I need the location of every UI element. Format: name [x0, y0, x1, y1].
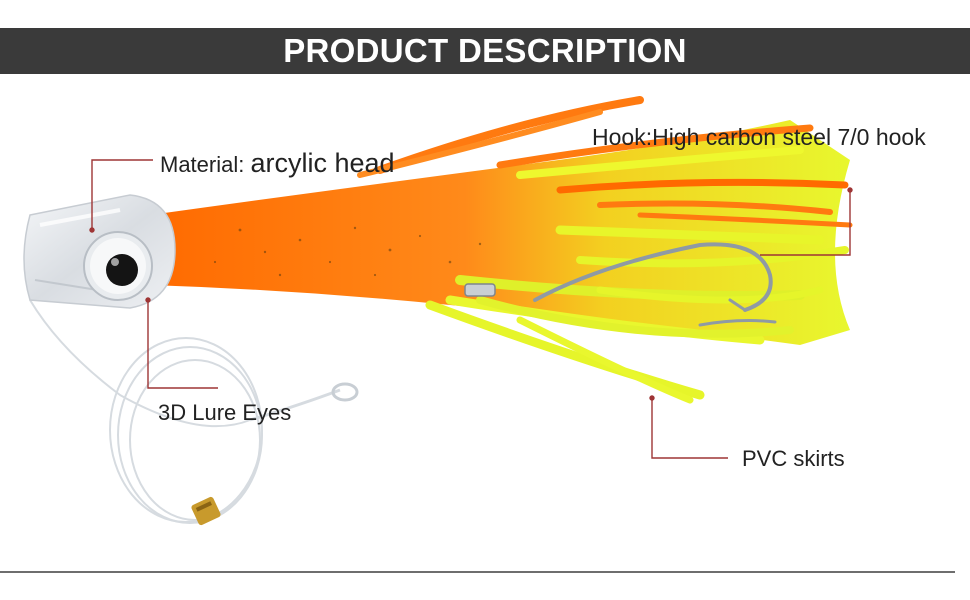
material-value: arcylic head [250, 148, 395, 178]
eyes-callout: 3D Lure Eyes [158, 400, 292, 425]
crimp-sleeve [191, 496, 221, 526]
hook [464, 242, 777, 327]
hook-callout: Hook:High carbon steel 7/0 hook [592, 124, 926, 150]
callout-lines [89, 159, 853, 459]
leader-line [29, 299, 359, 524]
pvc-skirt [150, 96, 853, 404]
divider [0, 571, 955, 573]
header-banner: PRODUCT DESCRIPTION [0, 28, 970, 74]
skirts-callout: PVC skirts [742, 446, 845, 471]
lure-eye [83, 231, 153, 301]
material-callout: Material: arcylic head [160, 148, 395, 179]
page-title: PRODUCT DESCRIPTION [283, 32, 687, 69]
material-label: Material: [160, 152, 251, 177]
